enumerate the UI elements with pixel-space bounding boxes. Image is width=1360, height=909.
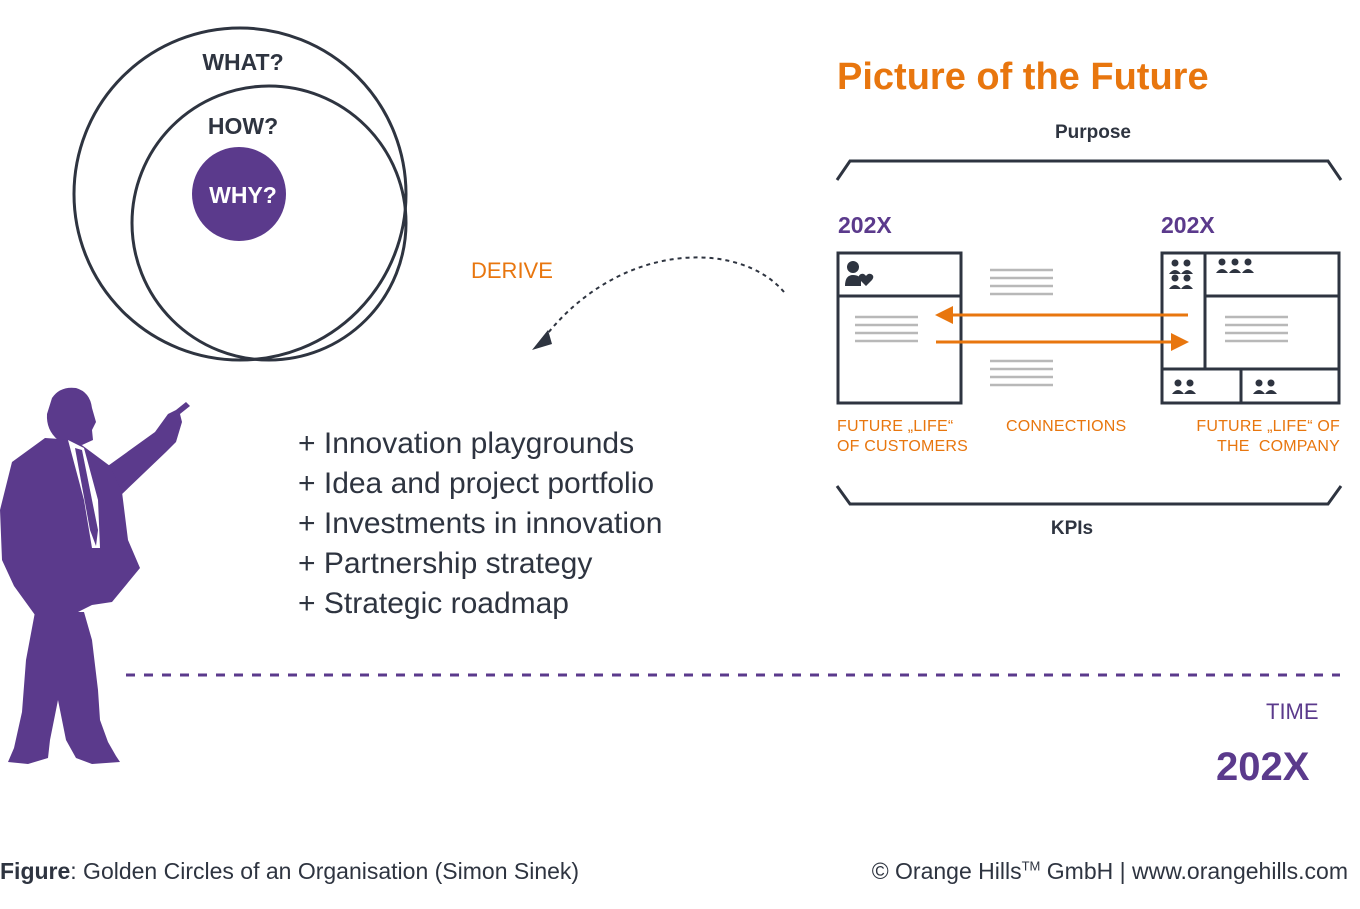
bullet-item: + Partnership strategy bbox=[298, 547, 593, 580]
team-icon bbox=[1216, 258, 1254, 273]
figure-caption: Figure: Golden Circles of an Organisatio… bbox=[0, 858, 579, 885]
customer-heart-icon bbox=[845, 261, 874, 286]
how-label: HOW? bbox=[207, 113, 279, 139]
tie bbox=[75, 448, 98, 546]
bullet-item: + Investments in innovation bbox=[298, 507, 663, 540]
customers-caption-line1: FUTURE „LIFE“ bbox=[837, 418, 954, 435]
kpis-label: KPIs bbox=[1050, 518, 1094, 539]
derive-label: DERIVE bbox=[471, 258, 553, 283]
customers-caption: FUTURE „LIFE“ OF CUSTOMERS bbox=[837, 417, 968, 457]
kpis-bracket bbox=[835, 485, 1343, 506]
company-caption-line2: THE COMPANY bbox=[1216, 438, 1340, 455]
trademark: TM bbox=[1021, 858, 1041, 874]
purpose-label: Purpose bbox=[1054, 122, 1132, 143]
what-label: WHAT? bbox=[202, 49, 284, 75]
bullet-item: + Idea and project portfolio bbox=[298, 467, 655, 500]
figure-caption-bold: Figure bbox=[0, 858, 71, 884]
company-caption-line1: FUTURE „LIFE“ OF bbox=[1196, 418, 1340, 435]
figure-caption-text: : Golden Circles of an Organisation (Sim… bbox=[70, 858, 580, 884]
copyright-prefix: © Orange Hills bbox=[871, 858, 1022, 884]
company-card bbox=[1160, 251, 1341, 405]
company-caption: FUTURE „LIFE“ OF THE COMPANY bbox=[1140, 417, 1340, 457]
customers-caption-line2: OF CUSTOMERS bbox=[837, 438, 969, 455]
connections-caption: CONNECTIONS bbox=[1006, 418, 1127, 435]
copyright-suffix: GmbH | www.orangehills.com bbox=[1040, 858, 1348, 884]
right-year: 202X bbox=[1161, 212, 1215, 238]
company-text-lines bbox=[1225, 315, 1288, 343]
purpose-bracket bbox=[835, 159, 1343, 181]
derive-arrowhead bbox=[532, 330, 552, 350]
customer-card bbox=[836, 251, 963, 405]
customer-text-lines bbox=[855, 315, 918, 343]
picture-of-future-title: Picture of the Future bbox=[837, 56, 1209, 98]
pair-icon-right bbox=[1253, 379, 1277, 394]
connection-text-lines-top bbox=[990, 268, 1053, 296]
timeline-year: 202X bbox=[1216, 745, 1310, 789]
bullet-list: + Innovation playgrounds + Idea and proj… bbox=[298, 424, 662, 624]
people-group-icon bbox=[1169, 259, 1193, 289]
connection-arrow-left bbox=[935, 306, 1188, 324]
inner-circle bbox=[192, 147, 286, 241]
businessman-silhouette bbox=[0, 387, 190, 764]
derive-arrow bbox=[543, 256, 785, 339]
middle-circle bbox=[130, 84, 408, 362]
connection-text-lines-bottom bbox=[990, 359, 1053, 387]
connection-arrow-right bbox=[936, 333, 1189, 351]
bullet-item: + Strategic roadmap bbox=[298, 587, 569, 620]
why-label: WHY? bbox=[209, 182, 277, 208]
outer-circle bbox=[72, 26, 408, 362]
copyright: © Orange HillsTM GmbH | www.orangehills.… bbox=[872, 858, 1348, 885]
left-year: 202X bbox=[838, 212, 892, 238]
bullet-item: + Innovation playgrounds bbox=[298, 427, 635, 460]
time-label: TIME bbox=[1266, 699, 1319, 724]
pair-icon-left bbox=[1172, 379, 1196, 394]
